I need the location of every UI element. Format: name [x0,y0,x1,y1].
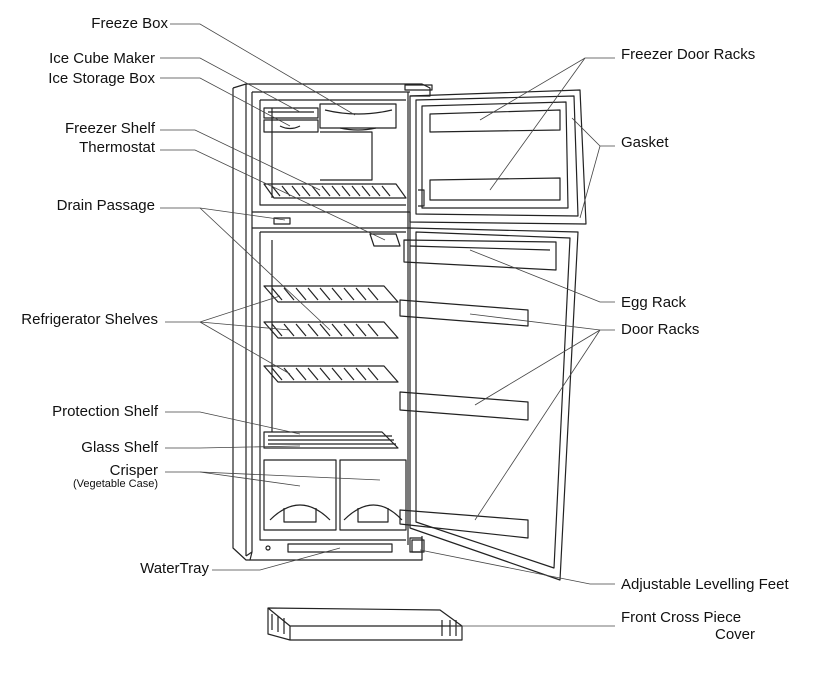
leader-refrigerator-shelves-3 [199,321,291,375]
cabinet-body [232,83,433,561]
leader-glass-shelf [165,445,301,449]
label-protection-shelf: Protection Shelf [52,403,158,420]
label-freezer-door-racks: Freezer Door Racks [621,46,756,63]
crisper-right [339,459,407,531]
leader-ice-storage-box [160,77,291,127]
leader-door-racks-1 [469,313,615,331]
label-freezer-shelf: Freezer Shelf [64,120,155,137]
leader-freezer-door-racks-2 [489,57,586,191]
leader-door-racks-2 [474,329,601,406]
thermostat-shape [369,233,401,247]
label-door-racks: Door Racks [621,321,700,338]
label-drain-passage: Drain Passage [56,197,155,214]
leader-levelling-feet [419,549,615,585]
leader-protection-shelf [165,411,301,435]
freezer-door [409,89,587,225]
label-thermostat: Thermostat [79,139,155,156]
leader-lines [160,23,615,627]
label-egg-rack: Egg Rack [621,294,687,311]
label-freeze-box: Freeze Box [91,15,168,32]
leader-water-tray [212,547,341,571]
fridge-door [399,227,579,581]
leader-drain-passage-1 [160,207,286,221]
label-adjustable-levelling-feet: Adjustable Levelling Feet [621,576,789,593]
leader-gasket-1 [571,117,615,147]
label-water-tray: WaterTray [140,560,209,577]
ice-storage-box-shape [263,119,319,133]
label-crisper: Crisper [109,462,158,479]
egg-rack-shape [403,239,557,271]
water-tray-shape [287,543,393,553]
leader-refrigerator-shelves-2 [199,321,291,331]
leader-freezer-shelf [160,129,321,191]
leader-ice-cube-maker [160,57,301,113]
label-refrigerator-shelves: Refrigerator Shelves [21,311,158,328]
front-cross-piece-cover-shape [267,607,463,641]
crisper-left [263,459,337,531]
label-gasket: Gasket [621,134,669,151]
label-glass-shelf: Glass Shelf [81,439,158,456]
leader-drain-passage-2 [199,207,331,331]
freezer-shelf-shape [263,183,407,199]
leader-egg-rack [469,249,615,303]
ice-cube-maker-shape [263,107,319,119]
fridge-shelf-2 [263,321,399,339]
leader-gasket-2 [579,145,601,219]
leader-refrigerator-shelves-1 [165,295,281,323]
label-front-cross-piece-cover-2: Cover [714,626,755,643]
fridge-compartment [259,231,423,553]
leader-crisper-2 [199,471,381,481]
fridge-shelf-3 [263,365,399,383]
label-front-cross-piece-cover-1: Front Cross Piece [621,609,742,626]
label-ice-storage-box: Ice Storage Box [48,70,155,87]
label-crisper-sub: (Vegetable Case) [73,478,158,490]
glass-shelf-shape [263,431,399,449]
freezer-compartment [259,99,407,206]
freeze-box-shape [319,103,397,129]
leader-thermostat [160,149,386,241]
leader-freeze-box [170,23,356,116]
label-ice-cube-maker: Ice Cube Maker [49,50,155,67]
fridge-shelf-1 [263,285,399,303]
leader-door-racks-3 [474,329,601,521]
